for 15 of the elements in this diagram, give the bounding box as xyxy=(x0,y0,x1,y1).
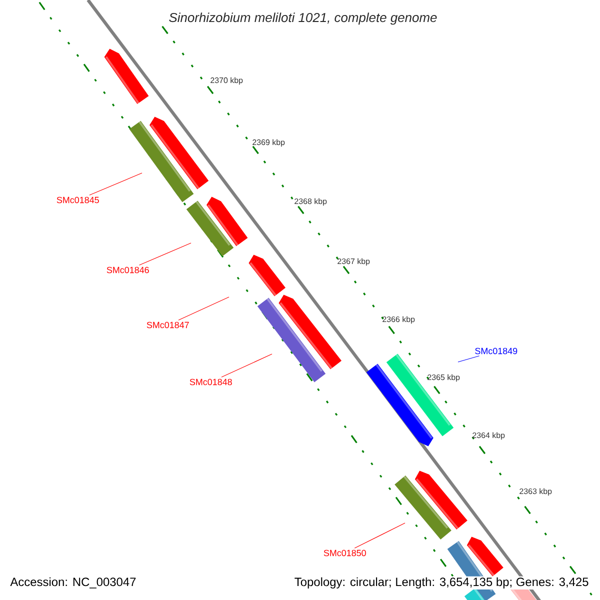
genome-info-label: Topology: circular; Length: 3,654,135 bp; Genes: 3,425 xyxy=(293,576,590,590)
leader-line xyxy=(89,172,142,196)
leader-line xyxy=(178,296,230,320)
gene-label: SMc01847 xyxy=(146,322,189,328)
leader-line xyxy=(354,522,406,548)
gene-label: SMc01846 xyxy=(106,266,149,274)
leader-line xyxy=(221,354,272,378)
gene-label: SMc01848 xyxy=(190,378,232,386)
leader-line xyxy=(458,356,480,362)
gene-label: SMc01849 xyxy=(475,348,518,354)
title: Sinorhizobium meliloti 1021, complete genome xyxy=(169,12,437,25)
leader-line xyxy=(138,242,192,266)
gene-label: SMc01845 xyxy=(56,196,99,204)
gene-label: SMc01850 xyxy=(324,550,366,556)
accession-label: Accession: NC_003047 xyxy=(10,577,136,588)
